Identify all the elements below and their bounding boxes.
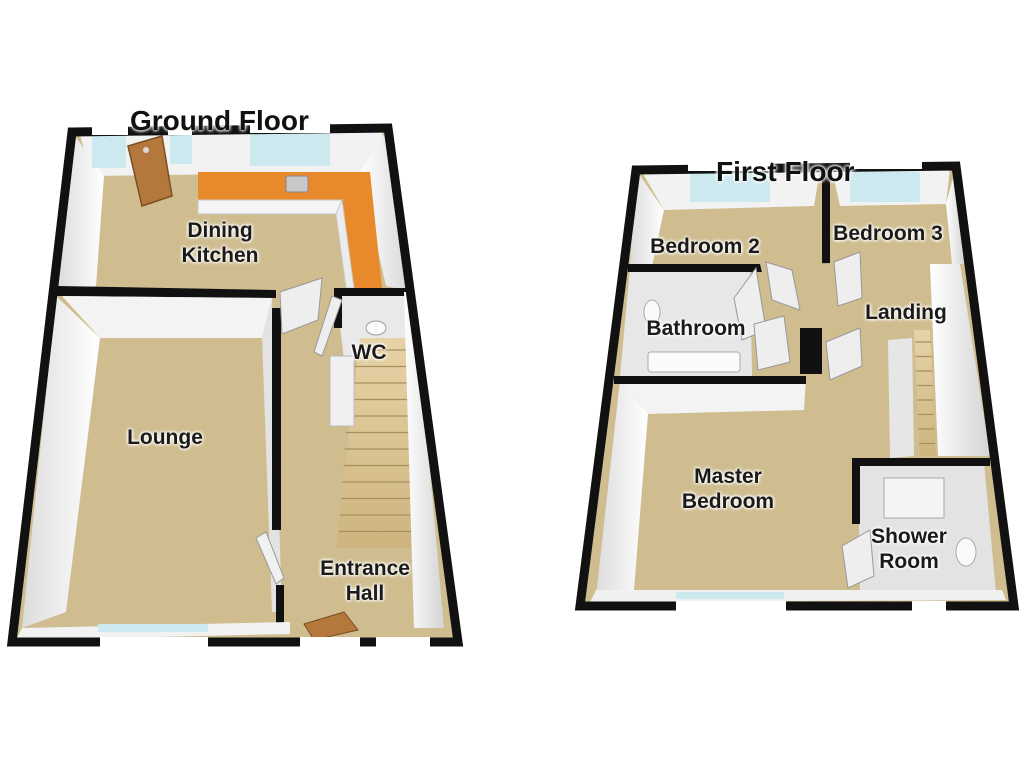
ff-back-window-gap-left <box>688 161 772 171</box>
ground-floor-title: Ground Floor <box>130 105 309 136</box>
master-bedroom-front-window <box>676 592 784 599</box>
first-floor-title: First Floor <box>716 156 855 187</box>
lounge-hall-partition <box>272 308 281 530</box>
room-label-lounge: Lounge <box>127 426 203 449</box>
front-door <box>303 611 359 641</box>
master-bedroom-wall-top <box>614 376 806 384</box>
kitchen-worktop <box>198 172 382 288</box>
room-label-bathroom: Bathroom <box>646 317 746 340</box>
bedroom-2-left-wall <box>630 170 664 266</box>
wc-toilet <box>365 320 387 336</box>
first-floor-stairs <box>914 330 936 456</box>
bathroom-wall-top <box>628 264 764 272</box>
wc-door <box>313 295 343 357</box>
kitchen-window-right <box>250 134 330 166</box>
ground-floor-stairs <box>329 338 414 548</box>
bedroom-3-right-wall <box>946 166 964 264</box>
master-bedroom-back-wall <box>620 378 806 414</box>
master-bedroom-door <box>825 327 863 381</box>
room-label-shower-room: Shower Room <box>871 525 947 574</box>
kitchen-units <box>197 199 345 215</box>
shower-room-toilet <box>955 537 977 567</box>
bedroom-3-door <box>833 251 863 307</box>
master-bedroom-left-wall <box>596 380 648 596</box>
lounge-left-wall <box>22 296 100 628</box>
ff-back-window-gap-right <box>850 159 922 169</box>
room-label-landing: Landing <box>865 301 947 324</box>
cupboard-door <box>753 315 791 371</box>
bathroom-floor <box>620 268 752 376</box>
bedroom-2-door <box>765 261 801 311</box>
kitchen-sink <box>285 175 309 193</box>
bedroom-2-3-divider <box>822 168 830 266</box>
lounge-hall-partition-lower <box>276 585 284 627</box>
first-floor-plan <box>574 159 1020 611</box>
ff-front-window-gap <box>676 601 786 611</box>
landing-cupboard <box>800 328 822 374</box>
back-window-gap-right <box>250 123 330 133</box>
room-label-dining-kitchen: Dining Kitchen <box>181 219 259 268</box>
kitchen-lounge-wall <box>56 286 276 298</box>
bathroom-basin <box>643 299 661 325</box>
room-label-bedroom-3: Bedroom 3 <box>833 222 943 245</box>
bedroom-3-window <box>850 172 920 202</box>
room-label-wc: WC <box>351 341 387 364</box>
kitchen-window-left <box>92 134 126 168</box>
shower-room-wall-left <box>852 458 860 524</box>
wc-wall-top <box>334 288 408 296</box>
ground-floor-plan <box>6 123 464 647</box>
hall-right-wall <box>404 292 444 628</box>
room-label-master-bedroom: Master Bedroom <box>681 465 775 514</box>
lounge-floor <box>66 338 272 612</box>
front-door-gap <box>300 637 360 647</box>
kitchen-hall-door <box>279 277 323 335</box>
back-door-knob <box>143 147 149 153</box>
bathroom-bath <box>647 351 741 373</box>
lounge-back-wall <box>62 296 272 338</box>
lounge-window-gap <box>100 637 208 647</box>
hall-window-gap <box>376 637 430 647</box>
bedroom-2-window <box>690 172 770 202</box>
shower-room-door <box>841 529 875 589</box>
kitchen-window-mid <box>170 134 192 164</box>
lounge-front-window <box>98 624 208 632</box>
back-window-gap-left <box>92 125 128 135</box>
master-bedroom-floor <box>634 410 890 590</box>
shower-tray <box>883 477 945 519</box>
room-label-bedroom-2: Bedroom 2 <box>650 235 760 258</box>
ff-front-window-gap-right <box>912 601 946 611</box>
first-floor-outer-wall <box>574 161 1020 611</box>
back-window-gap-mid <box>168 125 192 135</box>
lounge-door <box>255 531 285 585</box>
master-bedroom-right-wall <box>888 338 914 458</box>
first-floor-front-wall <box>590 590 1006 602</box>
back-door <box>127 135 173 207</box>
shower-room-wall-top <box>852 458 990 466</box>
landing-right-wall <box>930 264 990 456</box>
room-label-entrance-hall: Entrance Hall <box>320 557 410 606</box>
